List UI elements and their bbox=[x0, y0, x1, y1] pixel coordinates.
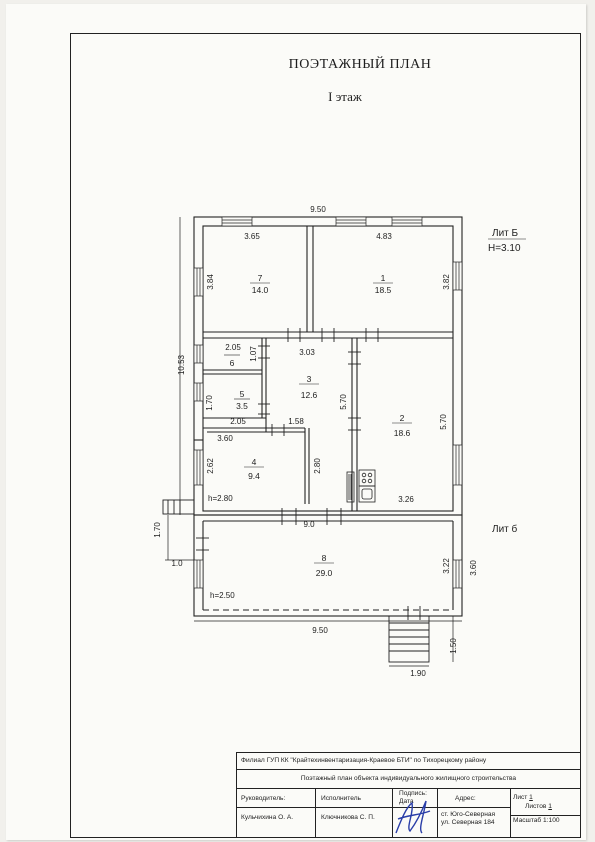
dim-total-depth: 10.53 bbox=[177, 354, 186, 375]
address-line-1: ст. Юго-Северная bbox=[441, 811, 496, 818]
dim-r8-depth: 3.22 bbox=[442, 558, 451, 574]
dim-r2-width: 3.26 bbox=[398, 495, 414, 504]
object-description: Поэтажный план объекта индивидуального ж… bbox=[300, 775, 517, 782]
room-6-number: 6 bbox=[230, 358, 235, 368]
scale: Масштаб 1:100 bbox=[513, 817, 560, 824]
annex-walls bbox=[193, 514, 463, 617]
floor-label: I этаж bbox=[328, 89, 362, 104]
dim-stair-depth: 1.50 bbox=[449, 638, 458, 654]
dim-r6-width: 2.05 bbox=[225, 343, 241, 352]
dim-top-width: 9.50 bbox=[310, 205, 326, 214]
room-1-area: 18.5 bbox=[375, 285, 392, 295]
executor-name: Ключникова С. П. bbox=[321, 814, 375, 821]
windows bbox=[193, 216, 463, 589]
dim-porch-depth: 1.70 bbox=[153, 522, 162, 538]
address-label: Адрес: bbox=[455, 795, 476, 802]
title-block: Филиал ГУП КК "Крайтехинвентаризация-Кра… bbox=[236, 752, 581, 838]
room-8-height: h=2.50 bbox=[210, 591, 235, 600]
sheets-label: Листов 1 bbox=[525, 803, 552, 810]
dim-stair-width: 1.90 bbox=[410, 669, 426, 678]
signature-mark bbox=[395, 800, 431, 834]
room-3-number: 3 bbox=[307, 374, 312, 384]
room-5-number: 5 bbox=[240, 389, 245, 399]
room-2-area: 18.6 bbox=[394, 428, 411, 438]
radiator-icon bbox=[346, 471, 355, 503]
liter-main: Лит Б bbox=[492, 228, 519, 239]
paper-sheet bbox=[6, 4, 586, 840]
liter-annex: Лит б bbox=[492, 523, 518, 535]
dim-r3-depth: 5.70 bbox=[339, 394, 348, 410]
dim-r6-depth: 1.07 bbox=[249, 346, 258, 362]
room-5-area: 3.5 bbox=[236, 401, 248, 411]
room-3-area: 12.6 bbox=[301, 390, 318, 400]
room-4-number: 4 bbox=[252, 457, 257, 467]
liter-main-height: H=3.10 bbox=[488, 243, 521, 254]
room-7-number: 7 bbox=[258, 273, 263, 283]
signature-label: Подпись: bbox=[399, 790, 427, 797]
dim-r4-depth: 2.62 bbox=[206, 458, 215, 474]
head-name: Кульчихина О. А. bbox=[241, 814, 294, 821]
room-labels: 7 14.0 1 18.5 6 5 3.5 3 12.6 2 18.6 4 9.… bbox=[208, 273, 412, 600]
main-walls bbox=[193, 216, 463, 516]
stair-bottom bbox=[388, 615, 430, 663]
dimension-labels: 9.50 3.65 4.83 3.84 3.82 10.53 2.05 1.07… bbox=[153, 205, 478, 678]
dim-annex-depth: 3.60 bbox=[469, 560, 478, 576]
dim-r5-depth: 1.70 bbox=[205, 395, 214, 411]
head-label: Руководитель: bbox=[241, 795, 286, 802]
date-label: Дата bbox=[399, 798, 414, 805]
plan-title: ПОЭТАЖНЫЙ ПЛАН bbox=[288, 57, 432, 72]
stove-icon bbox=[358, 469, 376, 487]
dim-r4-width: 3.60 bbox=[217, 434, 233, 443]
dim-r1-depth: 3.82 bbox=[442, 274, 451, 290]
room-7-area: 14.0 bbox=[252, 285, 269, 295]
address-line-2: ул. Северная 184 bbox=[441, 819, 495, 826]
room-8-area: 29.0 bbox=[316, 568, 333, 578]
sheet-label: Лист 1 bbox=[513, 794, 533, 801]
dim-r3-width: 3.03 bbox=[299, 348, 315, 357]
sheet-number: 1 bbox=[529, 794, 533, 801]
sink-icon bbox=[358, 485, 376, 503]
dim-porch-width: 1.0 bbox=[171, 559, 183, 568]
organization-name: Филиал ГУП КК "Крайтехинвентаризация-Кра… bbox=[241, 757, 487, 764]
dim-r7-width: 3.65 bbox=[244, 232, 260, 241]
door-marks bbox=[196, 328, 421, 620]
dimension-lines bbox=[165, 217, 463, 667]
room-2-number: 2 bbox=[400, 413, 405, 423]
dim-r3-lower: 2.80 bbox=[313, 458, 322, 474]
room-1-number: 1 bbox=[381, 273, 386, 283]
dim-r1-width: 4.83 bbox=[376, 232, 392, 241]
porch-left bbox=[162, 499, 195, 515]
dim-mid-width: 9.0 bbox=[303, 520, 315, 529]
dim-r5-width: 2.05 bbox=[230, 417, 246, 426]
dim-r3-step: 1.58 bbox=[288, 417, 304, 426]
dim-r2-depth: 5.70 bbox=[439, 414, 448, 430]
dim-r7-depth: 3.84 bbox=[206, 274, 215, 290]
room-4-height: h=2.80 bbox=[208, 494, 233, 503]
liter-labels: Лит Б H=3.10 Лит б bbox=[488, 228, 526, 535]
executor-label: Исполнитель bbox=[321, 795, 361, 802]
sheets-count: 1 bbox=[548, 803, 552, 810]
room-4-area: 9.4 bbox=[248, 471, 260, 481]
dim-bottom-width: 9.50 bbox=[312, 626, 328, 635]
room-8-number: 8 bbox=[322, 553, 327, 563]
